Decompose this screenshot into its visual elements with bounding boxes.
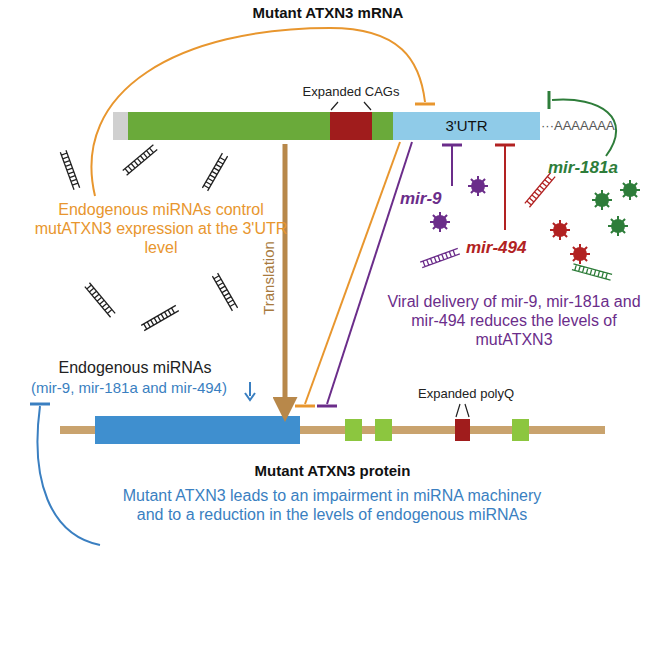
coding-segment [372, 112, 393, 140]
virus-particle [608, 216, 628, 236]
node-title: Mutant ATXN3 protein [60, 462, 605, 480]
uim-domain [512, 419, 529, 441]
annotation: Expanded CAGs [296, 84, 406, 100]
bracket [456, 404, 469, 417]
inhibition-bar [415, 103, 435, 106]
inhibition-line [327, 142, 412, 404]
protein-molecule: Mutant ATXN3 protein [60, 416, 605, 486]
mirna-duplex [572, 264, 612, 280]
inhibition-line [38, 406, 101, 545]
uim-domain [375, 419, 392, 441]
mirna-duplex [202, 153, 227, 191]
virus-particle [570, 244, 590, 264]
mirna-name: mir-494 [466, 238, 546, 258]
mrna-molecule: Mutant ATXN3 mRNA 3'UTR [113, 2, 543, 142]
inhibition-line [305, 142, 400, 404]
josephin-domain [95, 416, 300, 444]
inhibition-bar [295, 405, 315, 408]
annotation: ···AAAAAAA [541, 118, 651, 134]
inhibition-line [91, 28, 425, 196]
mirna-duplex [85, 283, 115, 317]
mirna-name: mir-181a [548, 158, 648, 178]
virus-particle [468, 176, 488, 196]
annotation: Endogenous miRNAs [20, 358, 250, 377]
cap-segment [113, 112, 128, 140]
annotation: Mutant ATXN3 leads to an impairment in m… [112, 486, 552, 524]
virus-particle [430, 212, 450, 232]
virus-particle [620, 180, 640, 200]
annotation: Endogenous miRNAs control mutATXN3 expre… [30, 200, 292, 258]
mirna-duplex [420, 248, 460, 267]
inhibition-bar [442, 144, 462, 147]
down-arrow [245, 393, 255, 400]
virus-particle [550, 220, 570, 240]
annotation: Viral delivery of mir-9, mir-181a and mi… [378, 292, 650, 350]
inhibition-bar [30, 403, 50, 406]
annotation: (mir-9, mir-181a and mir-494) [14, 379, 244, 397]
mirna-duplex [212, 273, 237, 311]
mirna-duplex [141, 305, 179, 330]
translation-arrow [283, 144, 288, 412]
node-title: 3'UTR [393, 117, 540, 135]
mirna-duplex [123, 145, 157, 175]
inhibition-line [504, 145, 506, 230]
inhibition-bar [495, 144, 515, 147]
mirna-duplex [60, 150, 79, 190]
polyq-segment [455, 419, 470, 441]
mirna-duplex [525, 173, 555, 207]
down-arrow [249, 382, 251, 396]
inhibition-bar [548, 91, 551, 109]
virus-particle [592, 190, 612, 210]
edge-label: Translation [260, 241, 278, 315]
inhibition-bar [317, 405, 337, 408]
mirna-name: mir-9 [400, 189, 450, 209]
inhibition-line [451, 145, 453, 186]
utr-segment: 3'UTR [393, 112, 540, 140]
cag-segment [330, 112, 372, 140]
node-title: Mutant ATXN3 mRNA [113, 4, 543, 22]
coding-segment [128, 112, 330, 140]
annotation: Expanded polyQ [418, 386, 528, 402]
uim-domain [345, 419, 362, 441]
bracket [331, 102, 371, 110]
